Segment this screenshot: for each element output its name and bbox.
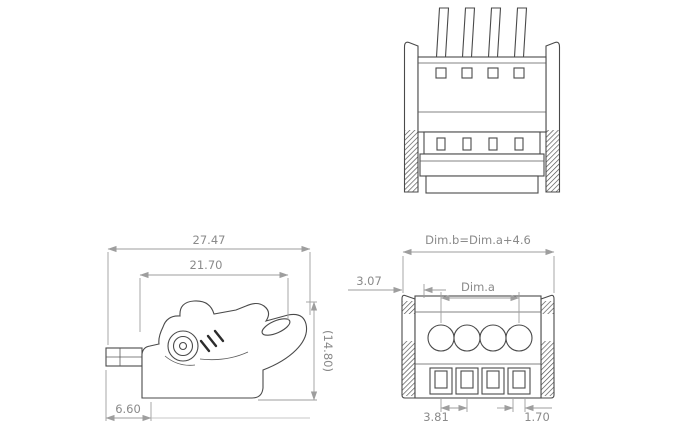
- housing-foot: [425, 175, 539, 194]
- pin-slot: [488, 137, 498, 151]
- body-detail-curve: [199, 351, 249, 361]
- lever-slot: [261, 318, 291, 336]
- terminal-opening: [512, 370, 526, 389]
- housing-upper: [417, 56, 547, 133]
- pin-window: [513, 67, 525, 79]
- dim-plug-overall-formula-label: Dim.b=Dim.a+4.6: [425, 233, 531, 247]
- left-flange-hatch-top: [402, 301, 415, 314]
- pin-slot: [514, 137, 524, 151]
- side-view: [105, 300, 308, 399]
- pin-window: [435, 67, 447, 79]
- dim-plug-left-offset-label: 3.07: [356, 274, 382, 288]
- dim-side-overall-width-label: 27.47: [193, 233, 226, 247]
- dim-plug-span-label: Dim.a: [461, 280, 495, 294]
- pin: [435, 7, 450, 58]
- dim-plug-terminal-width-label: 1.70: [524, 410, 550, 424]
- terminal-cell: [455, 367, 479, 395]
- plug-face-view: [401, 294, 555, 399]
- pin-window: [487, 67, 499, 79]
- pin: [461, 7, 476, 58]
- screw-head: [479, 324, 507, 352]
- side-view-dimensions: 27.47 21.70 (14.80) 6.60: [105, 233, 335, 422]
- right-flange-hatch-bottom: [541, 341, 554, 396]
- front-view: [403, 7, 561, 194]
- molded-marking: [213, 329, 225, 343]
- dim-side-height-label: (14.80): [321, 330, 335, 372]
- body-detail-curve: [164, 355, 196, 366]
- dim-plug-pitch-label: 3.81: [423, 410, 449, 424]
- pivot-circle-mid: [172, 335, 194, 357]
- plug-view-dimensions: Dim.b=Dim.a+4.6 3.07 Dim.a 3.81 1.70: [348, 233, 555, 424]
- right-latch-hatch: [546, 130, 559, 192]
- lever-body-outline: [141, 300, 308, 399]
- screw-head: [427, 324, 455, 352]
- molded-marking: [206, 334, 218, 348]
- terminal-opening: [460, 370, 474, 389]
- housing-base: [419, 153, 545, 177]
- terminal-cell: [507, 367, 531, 395]
- terminal-opening: [434, 370, 448, 389]
- pin-slot: [462, 137, 472, 151]
- terminal-cell: [481, 367, 505, 395]
- pin: [487, 7, 502, 58]
- screw-head: [505, 324, 533, 352]
- right-flange-hatch-top: [541, 301, 554, 314]
- pivot-circle-center: [178, 341, 188, 351]
- dim-side-inner-width-label: 21.70: [190, 258, 223, 272]
- dim-side-bottom-label: 6.60: [115, 402, 141, 416]
- molded-marking: [199, 339, 211, 353]
- pin-slot: [436, 137, 446, 151]
- terminal-opening: [486, 370, 500, 389]
- terminal-cell: [429, 367, 453, 395]
- pin-window: [461, 67, 473, 79]
- left-flange-hatch-bottom: [402, 341, 415, 396]
- pivot-circle-outer: [167, 330, 199, 362]
- pin: [513, 7, 528, 58]
- screw-head: [453, 324, 481, 352]
- left-latch-hatch: [405, 130, 418, 192]
